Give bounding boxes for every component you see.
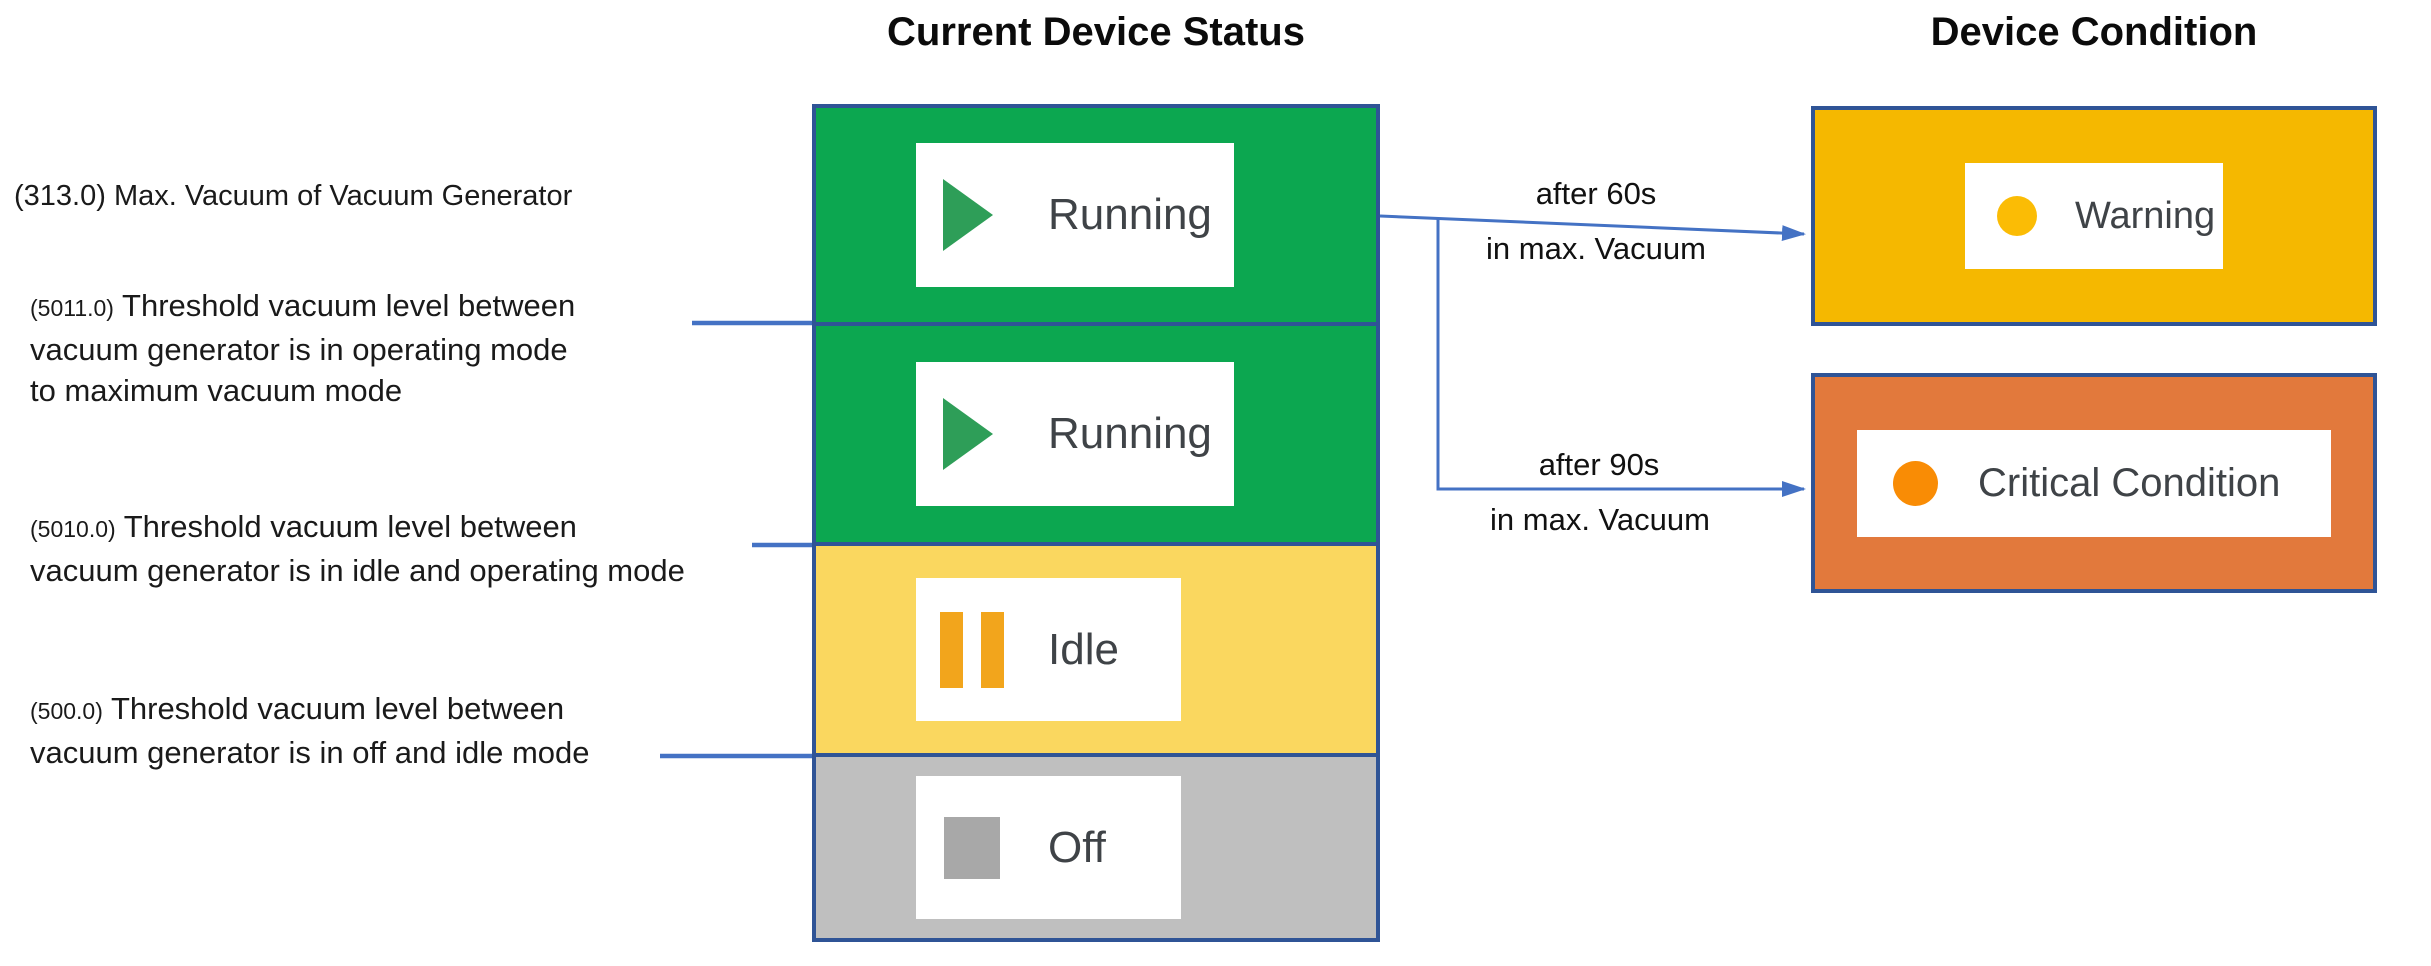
annotation-value: (500.0): [30, 698, 103, 724]
status-box-idle: Idle: [812, 542, 1380, 757]
arrow-to-critical: [1436, 218, 1806, 497]
status-badge: Idle: [916, 578, 1181, 721]
annotation-value: (5010.0): [30, 516, 116, 542]
condition-label: Warning: [2075, 194, 2216, 237]
pause-icon: [940, 611, 1004, 688]
stop-icon: [944, 816, 1000, 879]
status-box-running-max: Running: [812, 104, 1380, 326]
status-badge: Running: [916, 362, 1234, 506]
annotation-text: Threshold vacuum level between: [110, 691, 565, 726]
transition-condition-label: in max. Vacuum: [1490, 502, 1710, 537]
status-label: Running: [1048, 409, 1212, 458]
annotation-text: vacuum generator is in operating mode: [30, 332, 568, 367]
condition-badge: Warning: [1965, 163, 2223, 269]
condition-box-warning: Warning: [1811, 106, 2377, 326]
annotation-value: (5011.0): [30, 295, 114, 321]
warning-dot-icon: [1997, 196, 2037, 236]
annotation-threshold-5010: (5010.0) Threshold vacuum level between …: [30, 506, 685, 591]
condition-box-critical: Critical Condition: [1811, 373, 2377, 593]
status-label: Off: [1048, 822, 1106, 872]
annotation-threshold-5011: (5011.0) Threshold vacuum level between …: [30, 285, 575, 411]
current-device-status-title: Current Device Status: [887, 10, 1305, 54]
status-badge: Running: [916, 143, 1234, 287]
transition-duration-label: after 60s: [1535, 176, 1657, 211]
status-label: Idle: [1048, 624, 1119, 674]
annotation-text: vacuum generator is in idle and operatin…: [30, 553, 685, 588]
play-icon: [943, 179, 993, 251]
annotation-text: Threshold vacuum level between: [122, 288, 576, 323]
annotation-text: Threshold vacuum level between: [123, 509, 577, 544]
condition-label: Critical Condition: [1978, 460, 2281, 505]
annotation-text: vacuum generator is in off and idle mode: [30, 735, 590, 770]
status-badge: Off: [916, 776, 1181, 919]
play-icon: [943, 398, 993, 470]
annotation-max-vacuum: (313.0) Max. Vacuum of Vacuum Generator: [14, 176, 572, 217]
annotation-threshold-500: (500.0) Threshold vacuum level between v…: [30, 688, 589, 773]
status-box-off: Off: [812, 753, 1380, 942]
annotation-text: to maximum vacuum mode: [30, 373, 403, 408]
arrow-to-warning: [1379, 214, 1806, 242]
transition-duration-label: after 90s: [1538, 447, 1660, 482]
critical-dot-icon: [1893, 460, 1938, 506]
transition-condition-label: in max. Vacuum: [1486, 231, 1706, 266]
annotation-value: (313.0): [14, 180, 106, 212]
annotation-text: Max. Vacuum of Vacuum Generator: [113, 180, 573, 212]
condition-badge: Critical Condition: [1857, 429, 2331, 537]
device-condition-title: Device Condition: [1930, 10, 2258, 54]
status-label: Running: [1048, 190, 1212, 239]
status-box-running-operating: Running: [812, 322, 1380, 546]
status-stack: Running Running Idle: [812, 104, 1380, 942]
